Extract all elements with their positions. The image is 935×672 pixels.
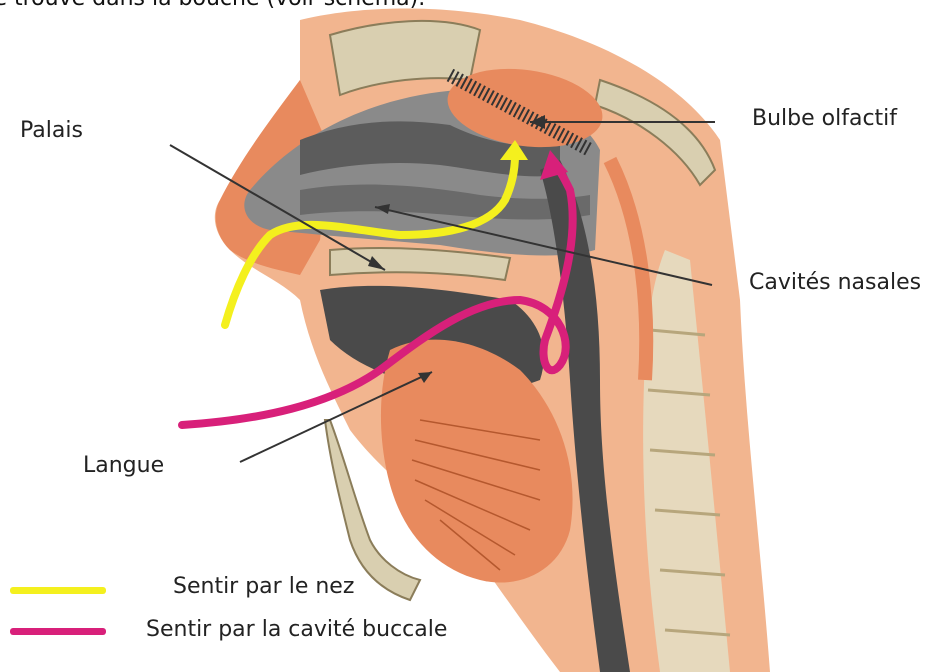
legend-label-mouth: Sentir par la cavité buccale [146, 619, 447, 641]
legend-swatch-nose [10, 587, 106, 594]
label-bulbe-olfactif: Bulbe olfactif [752, 108, 897, 130]
legend-label-nose: Sentir par le nez [173, 576, 354, 598]
legend-swatch-mouth [10, 628, 106, 635]
label-palais: Palais [20, 120, 83, 142]
label-cavites-nasales: Cavités nasales [749, 272, 921, 294]
label-langue: Langue [83, 455, 164, 477]
